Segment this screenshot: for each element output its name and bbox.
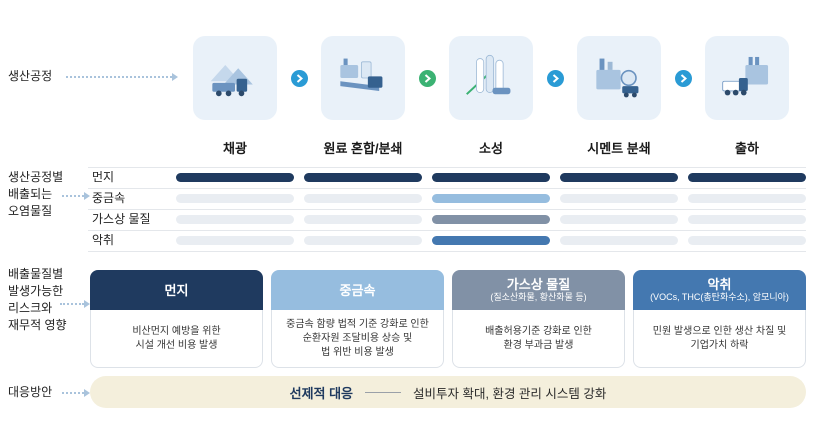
dotted-arrow-icon <box>60 300 90 308</box>
risk-card-title: 가스상 물질 <box>506 277 571 292</box>
step-label: 출하 <box>735 141 759 156</box>
step-arrow-icon <box>675 70 692 87</box>
risk-card-title: 먼지 <box>164 282 189 298</box>
pollutant-bar <box>176 194 294 203</box>
pollutant-bar <box>304 194 422 203</box>
step-arrow-icon <box>547 70 564 87</box>
risk-card-header: 가스상 물질 (질소산화물, 황산화물 등) <box>452 270 625 310</box>
risk-card-header: 먼지 <box>90 270 263 310</box>
step-label: 원료 혼합/분쇄 <box>323 141 403 156</box>
pollutant-bar <box>560 215 678 224</box>
production-process-label: 생산공정 <box>8 68 52 85</box>
table-divider <box>88 209 806 210</box>
pollutant-bar <box>432 173 550 182</box>
step-arrow-icon <box>291 70 308 87</box>
pollutant-bar <box>176 236 294 245</box>
step-label: 채광 <box>223 141 247 156</box>
step-label: 소성 <box>479 141 503 156</box>
dotted-arrow-icon <box>62 389 90 397</box>
risk-card-gaseous: 가스상 물질 (질소산화물, 황산화물 등) 배출허용기준 강화로 인한 환경 … <box>452 270 625 368</box>
table-divider <box>88 230 806 231</box>
process-step-icon-box <box>449 36 533 120</box>
pollutant-bar <box>688 215 806 224</box>
pollutant-row-label: 가스상 물질 <box>92 212 151 226</box>
risk-card-title: 악취 <box>707 277 732 292</box>
shipping-icon <box>722 56 769 96</box>
pollutant-bar <box>560 173 678 182</box>
process-step-icon-box <box>321 36 405 120</box>
risk-card-body: 민원 발생으로 인한 생산 차질 및 기업가치 하락 <box>633 310 806 368</box>
pollutant-bar <box>560 194 678 203</box>
dotted-arrow-icon <box>62 192 90 200</box>
response-divider <box>365 391 402 393</box>
pollutant-bar <box>176 215 294 224</box>
pollutant-bar <box>432 236 550 245</box>
pollutant-bar <box>560 236 678 245</box>
process-step-icon-box <box>705 36 789 120</box>
risk-card-odor: 악취 (VOCs, THC(총탄화수소), 암모니아) 민원 발생으로 인한 생… <box>633 270 806 368</box>
risk-card-subtitle: (질소산화물, 황산화물 등) <box>490 292 587 302</box>
table-divider <box>88 167 806 168</box>
step-label: 시멘트 분쇄 <box>587 141 651 156</box>
pollutant-bar <box>688 194 806 203</box>
table-divider <box>88 188 806 189</box>
response-detail: 설비투자 확대, 환경 관리 시스템 강화 <box>413 386 607 401</box>
risk-card-heavy-metals: 중금속 중금속 함량 법적 기준 강화로 인한 순환자원 조달비용 상승 및 법… <box>271 270 444 368</box>
process-step-icon-box <box>577 36 661 120</box>
risk-card-header: 악취 (VOCs, THC(총탄화수소), 암모니아) <box>633 270 806 310</box>
pollutant-row-label: 중금속 <box>92 191 126 205</box>
pollutant-bar <box>176 173 294 182</box>
dotted-arrow-icon <box>66 73 178 81</box>
pollutant-bar <box>304 173 422 182</box>
pollutant-bar <box>688 236 806 245</box>
risk-card-subtitle: (VOCs, THC(총탄화수소), 암모니아) <box>650 292 789 302</box>
pollutant-row-label: 악취 <box>92 233 115 247</box>
pollutant-bar <box>304 236 422 245</box>
risk-card-body: 비산먼지 예방을 위한 시설 개선 비용 발생 <box>90 310 263 368</box>
pollutant-row-label: 먼지 <box>92 170 115 184</box>
calcination-icon <box>466 54 511 95</box>
table-divider <box>88 251 806 252</box>
pollutant-bar <box>432 194 550 203</box>
response-plan-label: 대응방안 <box>8 385 53 399</box>
pollutant-bar <box>688 173 806 182</box>
pollutant-bar <box>304 215 422 224</box>
mixing-crushing-icon <box>340 58 383 91</box>
mining-icon <box>210 65 253 97</box>
pollutant-bar <box>432 215 550 224</box>
step-arrow-icon <box>419 70 436 87</box>
production-process-label-text: 생산공정 <box>8 69 53 83</box>
response-highlight: 선제적 대응 <box>289 385 354 401</box>
risk-section-label: 배출물질별 발생가능한 리스크와 재무적 영향 <box>8 267 67 332</box>
process-step-icon-box <box>193 36 277 120</box>
risk-card-header: 중금속 <box>271 270 444 310</box>
risk-card-title: 중금속 <box>339 282 376 298</box>
response-bar: 선제적 대응 설비투자 확대, 환경 관리 시스템 강화 <box>90 376 806 408</box>
cement-grinding-icon <box>596 58 639 98</box>
risk-card-body: 중금속 함량 법적 기준 강화로 인한 순환자원 조달비용 상승 및 법 위반 … <box>271 310 444 368</box>
risk-card-dust: 먼지 비산먼지 예방을 위한 시설 개선 비용 발생 <box>90 270 263 368</box>
pollutants-section-label: 생산공정별 배출되는 오염물질 <box>8 170 64 218</box>
risk-card-body: 배출허용기준 강화로 인한 환경 부과금 발생 <box>452 310 625 368</box>
